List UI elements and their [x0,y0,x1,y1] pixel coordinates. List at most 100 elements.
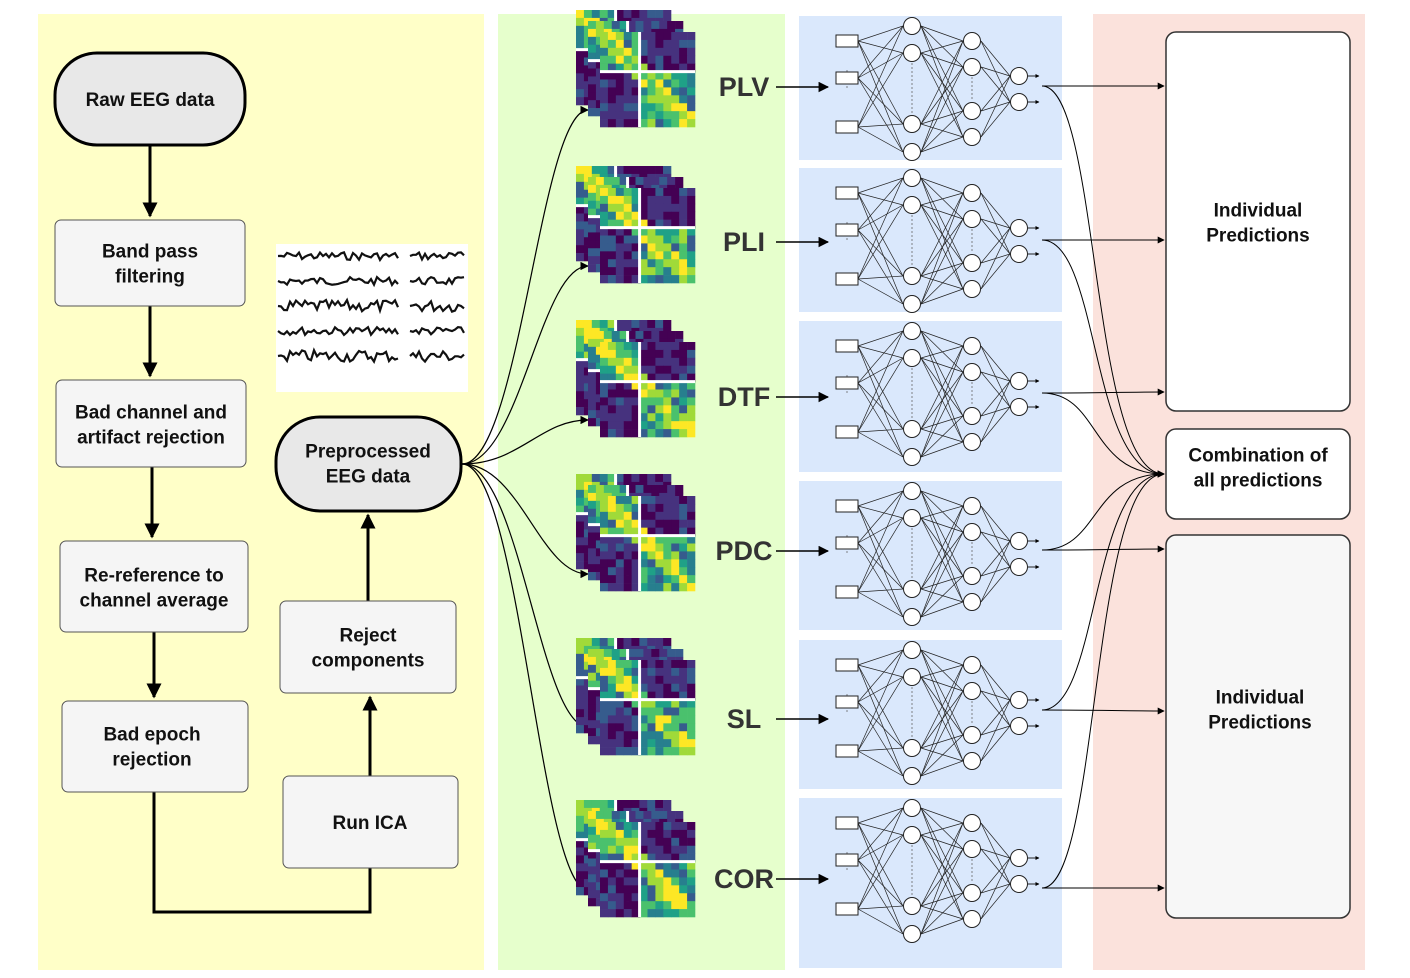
matrix-cell [655,111,664,120]
matrix-cell [671,885,680,894]
matrix-cell [663,535,672,544]
text-line: all predictions [1194,471,1323,492]
matrix-cell [671,723,680,732]
matrix-cell [647,119,656,128]
matrix-cell [647,691,656,700]
matrix-cell [600,373,609,382]
matrix-cell [600,551,609,560]
network-edge [920,110,964,125]
matrix-cell [623,397,632,406]
matrix-cell [655,267,664,276]
matrix-cell [639,739,648,748]
network-edge [857,664,904,749]
network-edge [857,517,904,593]
matrix-cell [671,845,680,854]
matrix-cell [663,235,672,244]
matrix-cell [576,855,585,864]
network-edge [980,66,1011,77]
matrix-cell [647,869,656,878]
matrix-cell [607,275,617,284]
matrix-cell [687,235,696,244]
matrix-cell [615,243,625,252]
matrix-cell [615,429,625,438]
network-edge [920,918,964,935]
matrix-cell [639,166,648,175]
matrix-cell [600,845,609,854]
matrix-cell [631,47,640,57]
matrix-cell [667,485,676,494]
matrix-cell [679,575,688,584]
matrix-cell [631,357,640,367]
matrix-cell [687,829,696,839]
network-edge [920,747,964,762]
network-edge [920,575,964,590]
network-edge [857,77,904,125]
network-edge [920,275,964,290]
network-edge [857,345,904,458]
matrix-cell [631,822,640,831]
matrix-cell [607,413,617,422]
matrix-cell [663,373,672,382]
matrix-cell [576,65,585,74]
network-edge [980,371,1011,382]
matrix-cell [679,251,688,260]
matrix-cell [615,320,624,329]
matrix-cell [631,259,640,268]
input-node [835,853,859,867]
matrix-cell [631,381,640,390]
matrix-cell [615,349,625,359]
matrix-cell [600,421,609,430]
matrix-cell [588,842,597,851]
matrix-cell [655,861,664,870]
network-edge [857,204,904,231]
matrix-cell [576,327,585,337]
matrix-cell [671,739,680,748]
matrix-cell [576,73,585,82]
matrix-cell [583,320,593,329]
network-edge [980,699,1011,762]
hidden-node [963,210,981,228]
matrix-cell [639,543,648,552]
matrix-cell [655,885,664,894]
text-line: Re-reference to [84,566,223,587]
matrix-cell [631,861,640,870]
matrix-cell [631,474,640,483]
matrix-cell [623,739,632,748]
matrix-cell [663,39,672,49]
matrix-cell [671,429,680,438]
matrix-cell [651,331,660,340]
network-edge [920,734,964,777]
matrix-cell [623,683,632,692]
matrix-cell [655,79,664,88]
matrix-cell [615,421,625,430]
matrix-cell [619,811,628,820]
hidden-node [963,814,981,832]
matrix-cell [671,111,680,120]
matrix-cell [663,203,672,213]
neural-network-icon [835,641,1040,785]
matrix-cell [651,649,660,658]
matrix-cell [671,267,680,276]
network-edge [920,490,964,577]
matrix-cell [663,583,672,592]
matrix-cell [576,661,585,670]
matrix-cell [615,567,625,576]
matrix-cell [576,97,585,106]
matrix-cell [631,901,640,910]
matrix-cell [655,235,664,244]
network-edge [857,834,904,910]
matrix-cell [600,397,609,406]
network-edge [980,380,1011,443]
matrix-cell [615,103,625,112]
matrix-cell [588,248,597,257]
eeg-trace [277,250,399,263]
matrix-cell [639,235,648,244]
matrix-cell [595,21,605,30]
matrix-cell [687,575,696,584]
matrix-cell [588,811,597,820]
matrix-cell [600,32,609,41]
network-edge [920,822,964,836]
matrix-cell [631,203,640,213]
matrix-cell [655,800,664,809]
matrix-cell [679,519,688,528]
